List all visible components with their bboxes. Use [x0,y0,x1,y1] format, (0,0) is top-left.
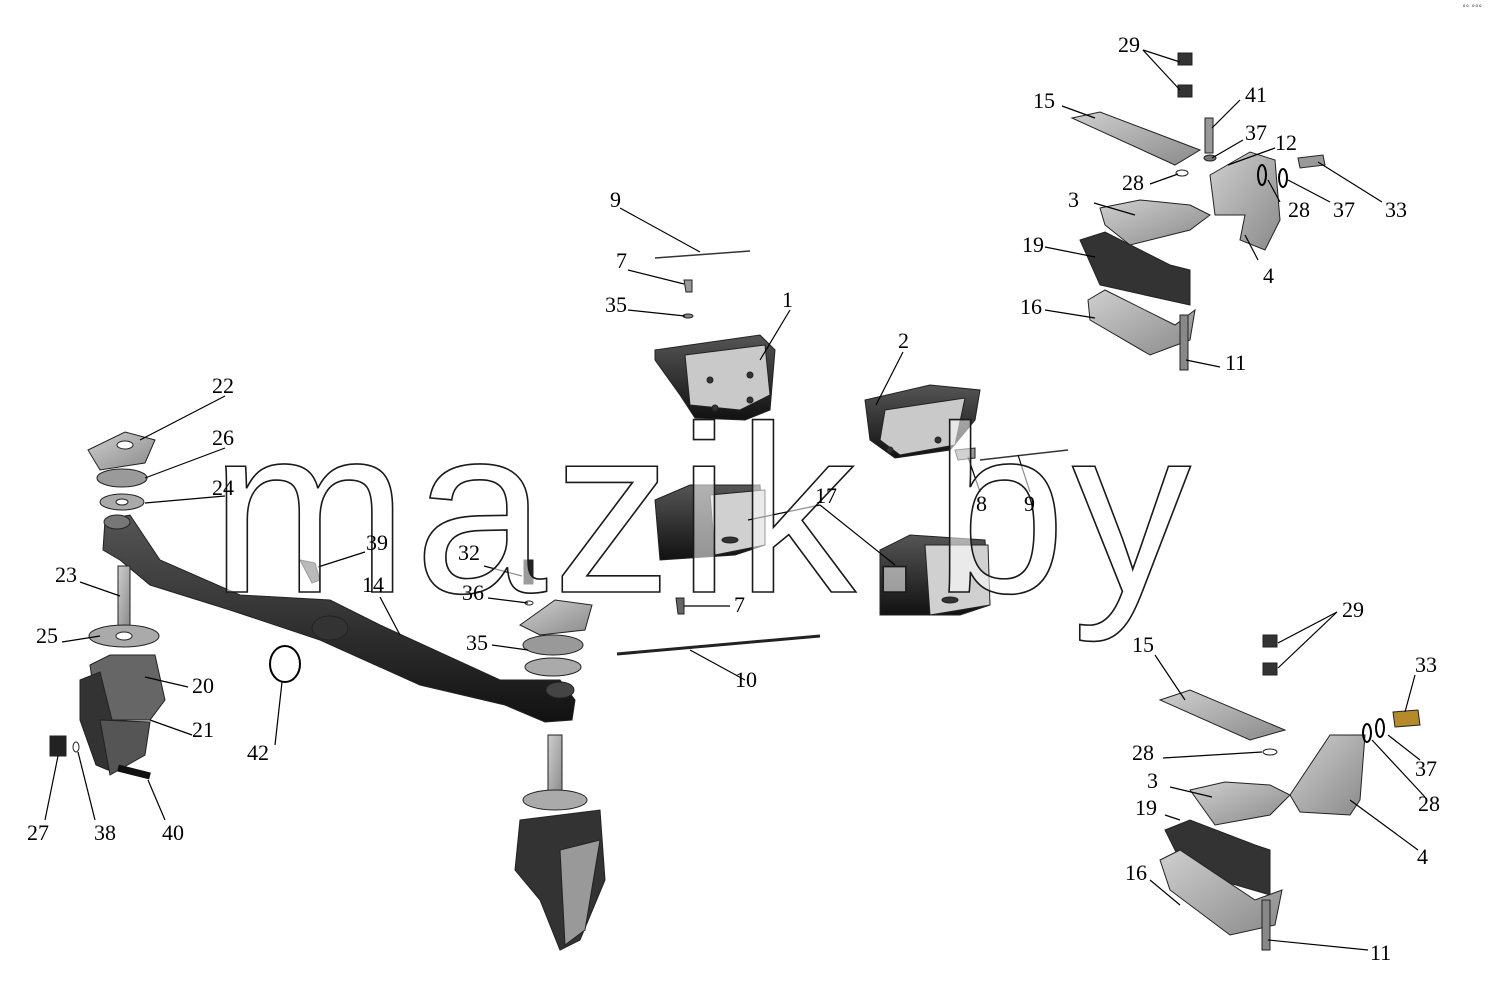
leader-lines [44,49,1426,951]
callout-labels: 29 15 41 37 12 28 3 28 37 33 19 4 16 11 … [27,32,1440,965]
callout-37: 37 [1415,756,1437,781]
callout-25: 25 [36,623,58,648]
callout-29: 29 [1118,32,1140,57]
bracket-group-upper-right [1070,52,1326,371]
bracket-2 [864,384,981,459]
bolt-39 [299,559,321,584]
callout-26: 26 [212,425,234,450]
callout-29: 29 [1342,597,1364,622]
callout-8: 8 [976,491,987,516]
callout-3: 3 [1147,768,1158,793]
callout-21: 21 [192,717,214,742]
callout-28: 28 [1288,197,1310,222]
callout-16: 16 [1125,860,1147,885]
callout-11: 11 [1225,350,1246,375]
mount-assembly-left-bottom [49,565,166,780]
pin-9-mid [979,449,1069,461]
callout-2: 2 [898,328,909,353]
callout-28: 28 [1122,170,1144,195]
callout-20: 20 [192,673,214,698]
callout-11: 11 [1370,940,1391,965]
parts-layer [49,52,1421,951]
bolt-7-lower [675,597,685,615]
mount-stack-left-top [87,431,156,511]
callout-39: 39 [366,530,388,555]
rod-10 [616,634,821,656]
callout-33: 33 [1385,197,1407,222]
mount-assembly-middle-bottom [514,734,606,951]
callout-4: 4 [1417,844,1428,869]
cross-beam-14 [102,514,576,723]
callout-41: 41 [1245,82,1267,107]
callout-19: 19 [1022,232,1044,257]
callout-7: 7 [616,248,627,273]
corner-mark: °° °°° [1462,4,1482,12]
callout-23: 23 [55,562,77,587]
callout-37: 37 [1245,120,1267,145]
callout-16: 16 [1020,294,1042,319]
callout-1: 1 [782,287,793,312]
callout-3: 3 [1068,187,1079,212]
callout-9: 9 [610,187,621,212]
callout-4: 4 [1263,263,1274,288]
ring-42 [269,645,301,683]
callout-27: 27 [27,820,49,845]
callout-19: 19 [1135,795,1157,820]
callout-35: 35 [605,292,627,317]
cushion-17-left [654,484,766,561]
callout-32: 32 [458,540,480,565]
pin-9-top [654,250,751,259]
callout-37: 37 [1333,197,1355,222]
callout-15: 15 [1033,88,1055,113]
callout-42: 42 [247,740,269,765]
bolt-7-top [683,279,693,293]
mount-stack-middle [519,559,593,677]
cushion-17-right [879,534,991,616]
callout-24: 24 [212,475,234,500]
callout-14: 14 [362,572,384,597]
callout-28: 28 [1132,740,1154,765]
callout-40: 40 [162,820,184,845]
callout-38: 38 [94,820,116,845]
callout-17: 17 [815,483,837,508]
callout-22: 22 [212,373,234,398]
callout-36: 36 [462,580,484,605]
callout-35: 35 [466,630,488,655]
bracket-1 [654,334,776,421]
callout-33: 33 [1415,652,1437,677]
callout-7: 7 [734,592,745,617]
callout-15: 15 [1132,632,1154,657]
callout-12: 12 [1275,130,1297,155]
callout-28: 28 [1418,791,1440,816]
bolt-8 [954,447,976,461]
callout-9: 9 [1024,491,1035,516]
callout-10: 10 [735,667,757,692]
bracket-group-lower-right [1158,634,1421,951]
watermark-text: mazik.by [210,378,1197,643]
